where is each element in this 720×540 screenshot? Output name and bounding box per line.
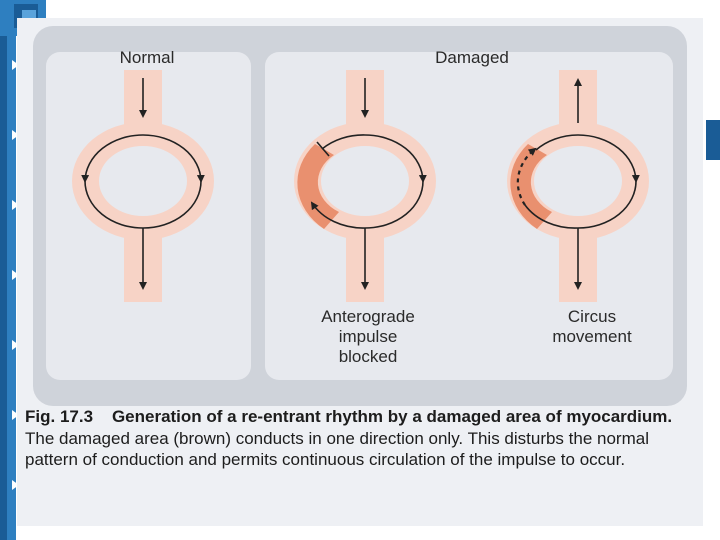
circus-arrows bbox=[516, 78, 640, 290]
bullet-arrow-icon bbox=[12, 60, 19, 70]
caption-fig-number: Fig. 17.3 bbox=[25, 407, 94, 426]
bullet-arrow-icon bbox=[12, 130, 19, 140]
caption-body: The damaged area (brown) conducts in one… bbox=[25, 428, 649, 470]
label-anterograde-blocked: Anterograde impulse blocked bbox=[321, 307, 415, 366]
bullet-arrow-icon bbox=[12, 410, 19, 420]
bullet-arrow-icon bbox=[12, 340, 19, 350]
normal-arrows bbox=[81, 78, 205, 290]
figure-caption: Fig. 17.3 Generation of a re-entrant rhy… bbox=[25, 406, 701, 471]
figure-area: Normal Damaged Anterograde impulse block… bbox=[17, 18, 703, 526]
bullet-arrow-icon bbox=[12, 480, 19, 490]
anterograde-fiber bbox=[294, 70, 436, 302]
right-edge-decoration bbox=[706, 120, 720, 160]
bullet-arrow-icon bbox=[12, 200, 19, 210]
reentry-diagram bbox=[72, 70, 649, 302]
left-accent-stripe bbox=[0, 0, 7, 540]
anterograde-arrows bbox=[310, 78, 427, 290]
label-damaged: Damaged bbox=[435, 48, 509, 67]
label-normal: Normal bbox=[119, 48, 175, 67]
label-circus-movement: Circus movement bbox=[552, 307, 632, 346]
bullet-arrow-icon bbox=[12, 270, 19, 280]
caption-title: Generation of a re-entrant rhythm by a d… bbox=[111, 407, 673, 426]
